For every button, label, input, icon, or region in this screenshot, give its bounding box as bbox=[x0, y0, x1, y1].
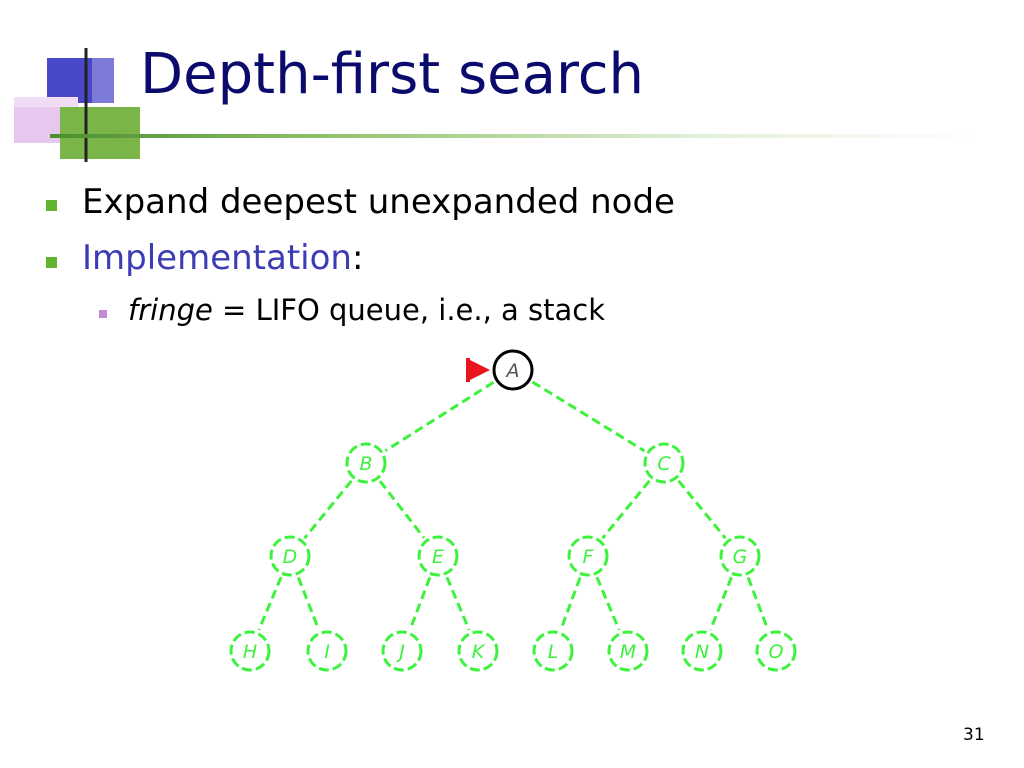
bullet-expand: Expand deepest unexpanded node bbox=[82, 182, 675, 222]
node-K: K bbox=[457, 630, 499, 672]
node-circle-M bbox=[607, 630, 649, 672]
node-D: D bbox=[269, 535, 311, 577]
node-circle-B bbox=[345, 442, 387, 484]
node-I: I bbox=[306, 630, 348, 672]
node-label-H: H bbox=[243, 641, 257, 663]
node-N: N bbox=[681, 630, 723, 672]
pointer-arrow-icon bbox=[468, 359, 490, 381]
node-circle-J bbox=[381, 630, 423, 672]
pointer-bar bbox=[466, 358, 470, 382]
node-label-N: N bbox=[695, 641, 709, 663]
edge-E-J bbox=[408, 576, 432, 631]
tree-nodes: A B C D E F G H I J K L M N O bbox=[229, 349, 797, 672]
edge-F-M bbox=[595, 576, 621, 631]
node-B: B bbox=[345, 442, 387, 484]
bullet-square bbox=[46, 200, 57, 211]
edge-F-L bbox=[559, 577, 582, 630]
fringe-definition: = LIFO queue, i.e., a stack bbox=[212, 293, 606, 327]
tree-edges bbox=[257, 380, 770, 631]
node-circle-G bbox=[719, 535, 761, 577]
edge-C-G bbox=[677, 479, 727, 540]
blue-square-shade bbox=[92, 58, 114, 103]
node-label-J: J bbox=[395, 641, 405, 663]
edge-D-I bbox=[296, 576, 321, 631]
node-label-B: B bbox=[359, 453, 372, 475]
node-label-I: I bbox=[324, 641, 330, 663]
title-underline bbox=[50, 134, 980, 138]
node-E: E bbox=[417, 535, 459, 577]
node-label-E: E bbox=[432, 546, 444, 568]
node-circle-O bbox=[755, 630, 797, 672]
implementation-colon: : bbox=[351, 238, 364, 278]
node-label-F: F bbox=[583, 546, 595, 568]
node-label-A: A bbox=[505, 360, 520, 382]
current-node-pointer bbox=[466, 358, 490, 382]
edge-A-B bbox=[384, 381, 495, 452]
node-L: L bbox=[532, 630, 574, 672]
node-label-C: C bbox=[657, 453, 671, 475]
bullet-implementation: Implementation: bbox=[82, 238, 363, 278]
implementation-link: Implementation bbox=[82, 238, 352, 278]
node-circle-K bbox=[457, 630, 499, 672]
edge-B-E bbox=[378, 480, 426, 539]
node-circle-A bbox=[492, 349, 534, 391]
node-label-D: D bbox=[283, 546, 298, 568]
green-square bbox=[60, 107, 140, 159]
page-number: 31 bbox=[963, 725, 985, 745]
pink-square-highlight bbox=[14, 97, 78, 107]
node-C: C bbox=[643, 442, 685, 484]
node-M: M bbox=[607, 630, 649, 672]
edge-C-F bbox=[601, 479, 651, 540]
sub-bullet-fringe: fringe = LIFO queue, i.e., a stack bbox=[128, 293, 605, 327]
node-circle-E bbox=[417, 535, 459, 577]
node-A: A bbox=[492, 349, 534, 391]
node-circle-N bbox=[681, 630, 723, 672]
node-circle-H bbox=[229, 630, 271, 672]
node-circle-D bbox=[269, 535, 311, 577]
edge-D-H bbox=[257, 576, 283, 631]
sub-bullet-square bbox=[99, 310, 107, 318]
node-label-O: O bbox=[769, 641, 784, 663]
node-F: F bbox=[567, 535, 609, 577]
node-label-M: M bbox=[620, 641, 636, 663]
node-circle-C bbox=[643, 442, 685, 484]
edge-G-N bbox=[709, 576, 733, 631]
node-J: J bbox=[381, 630, 423, 672]
node-circle-I bbox=[306, 630, 348, 672]
edge-A-C bbox=[531, 380, 646, 453]
node-label-K: K bbox=[472, 641, 486, 663]
slide-title: Depth-first search bbox=[140, 42, 645, 107]
node-circle-L bbox=[532, 630, 574, 672]
bullet-square bbox=[46, 257, 57, 268]
edge-B-D bbox=[303, 479, 353, 540]
node-circle-F bbox=[567, 535, 609, 577]
node-G: G bbox=[719, 535, 761, 577]
edge-E-K bbox=[445, 576, 471, 631]
fringe-term: fringe bbox=[128, 293, 213, 327]
node-label-G: G bbox=[733, 546, 748, 568]
edge-G-O bbox=[746, 576, 770, 631]
node-label-L: L bbox=[548, 641, 559, 663]
node-H: H bbox=[229, 630, 271, 672]
node-O: O bbox=[755, 630, 797, 672]
